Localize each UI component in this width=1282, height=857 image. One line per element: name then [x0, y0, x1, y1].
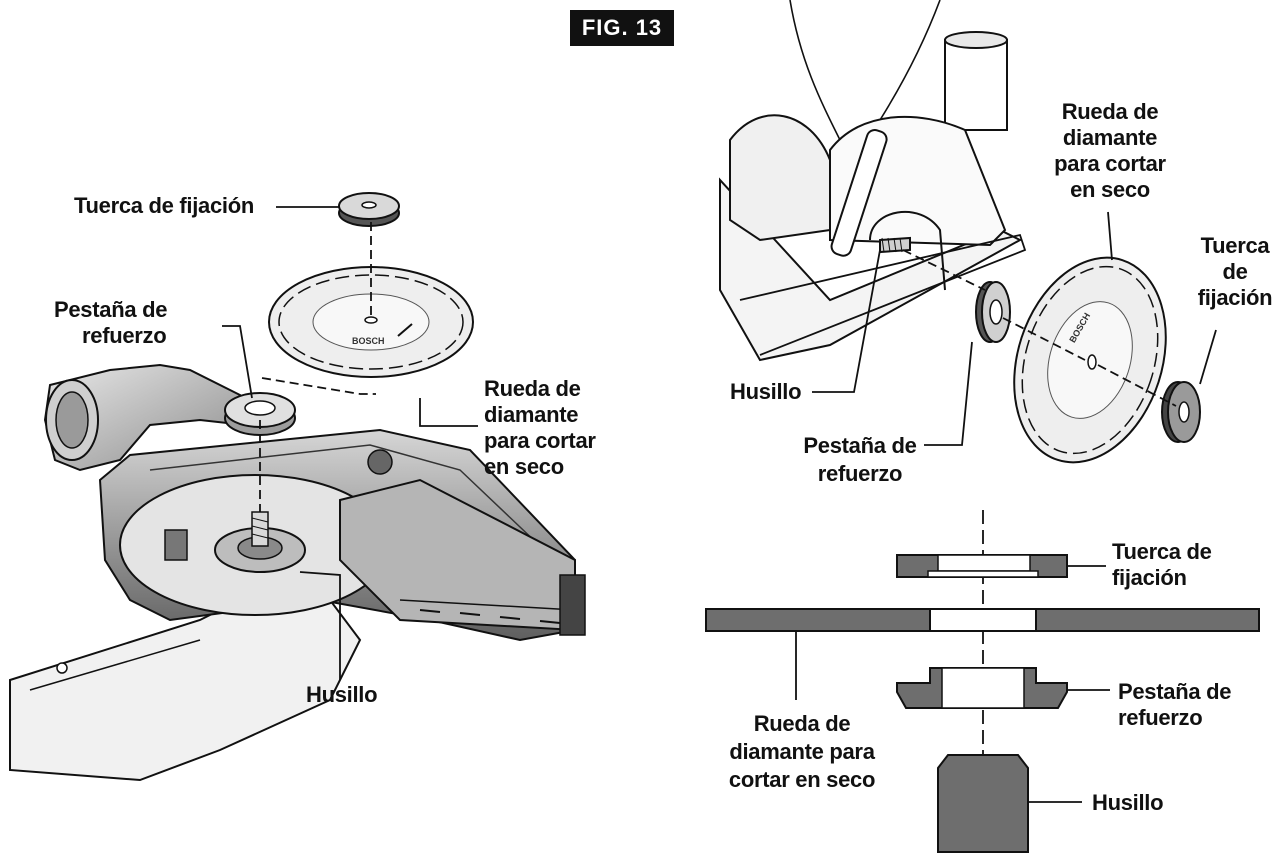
right-spindle-label: Husillo [730, 379, 802, 404]
left-leader-lines [222, 206, 478, 680]
left-grinder-guard-drawing [9, 363, 586, 782]
right-diamond-wheel-label-line1: Rueda de [1061, 99, 1159, 124]
left-lock-nut-label: Tuerca de fijación [74, 193, 255, 218]
figure-number-badge: FIG. 13 [570, 10, 674, 46]
right-lock-nut-label-line1: Tuerca [1200, 233, 1270, 258]
left-backing-flange-part [224, 392, 296, 436]
section-backing-flange-label-line2: refuerzo [1118, 705, 1203, 730]
section-diamond-wheel-label-line2: diamante para [729, 739, 875, 764]
left-diamond-wheel-label-line1: Rueda de [484, 376, 581, 401]
left-backing-flange-label-line2: refuerzo [82, 323, 167, 348]
left-diamond-wheel-label-line4: en seco [484, 454, 564, 479]
left-diamond-wheel-label-line2: diamante [484, 402, 579, 427]
left-diamond-wheel-part: BOSCH [268, 266, 474, 378]
left-wheel-brand: BOSCH [352, 336, 385, 346]
section-lock-nut-label-line1: Tuerca de [1112, 539, 1212, 564]
section-view-drawing [705, 510, 1260, 853]
right-lock-nut-label-line2: de [1222, 259, 1248, 284]
left-spindle-label: Husillo [306, 682, 378, 707]
right-diamond-wheel-part: BOSCH [1013, 256, 1167, 464]
section-spindle-label: Husillo [1092, 790, 1164, 815]
left-diamond-wheel-label-line3: para cortar [484, 428, 596, 453]
section-lock-nut-label-line2: fijación [1112, 565, 1187, 590]
section-leader-lines [795, 565, 1110, 803]
left-backing-flange-label-line1: Pestaña de [54, 297, 168, 322]
right-diamond-wheel-label-line3: para cortar [1054, 151, 1166, 176]
right-backing-flange-part [975, 281, 1011, 343]
right-backing-flange-label-line1: Pestaña de [803, 433, 917, 458]
right-circular-saw-drawing [719, 0, 1027, 362]
right-diamond-wheel-label-line4: en seco [1070, 177, 1150, 202]
right-leader-lines [812, 211, 1217, 446]
section-backing-flange-label-line1: Pestaña de [1118, 679, 1232, 704]
section-diamond-wheel-label-line1: Rueda de [753, 711, 851, 736]
right-lock-nut-label-line3: fijación [1197, 285, 1273, 310]
section-diamond-wheel-label-line3: cortar en seco [728, 767, 876, 792]
right-backing-flange-label-line2: refuerzo [817, 461, 903, 486]
right-lock-nut-part [1161, 381, 1201, 443]
left-lock-nut-part [338, 192, 400, 227]
right-diamond-wheel-label-line2: diamante [1062, 125, 1158, 150]
